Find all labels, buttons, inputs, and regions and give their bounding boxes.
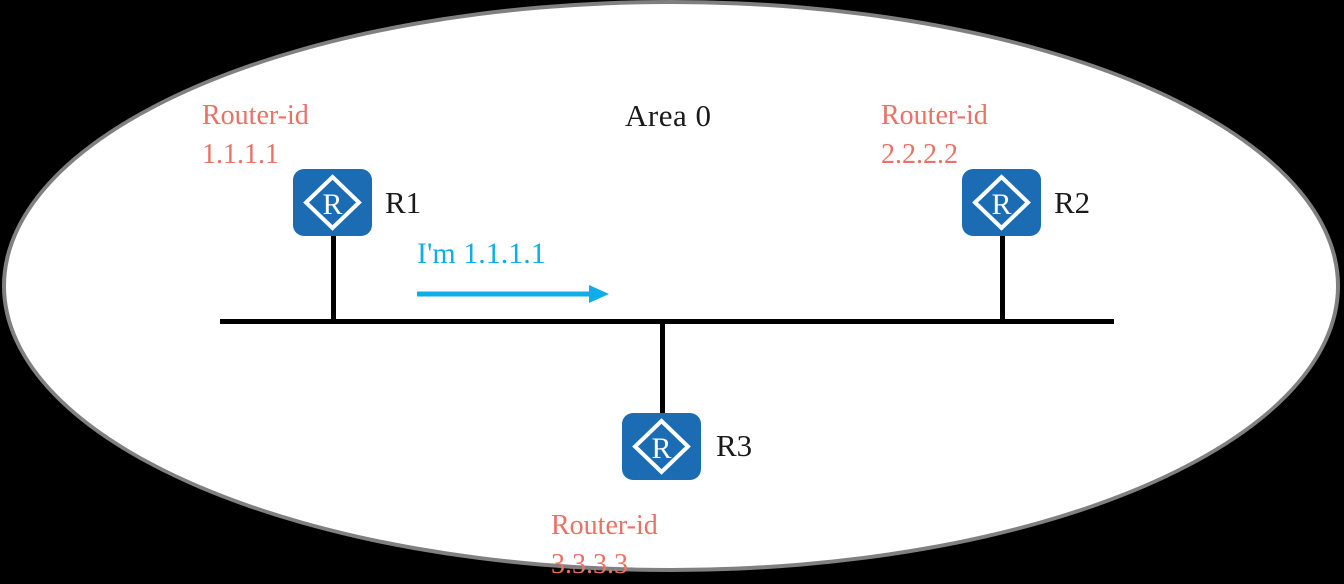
hello-annotation-text: I'm 1.1.1.1 [417,237,546,270]
router-label-r3: R3 [716,428,753,463]
router-id-caption-r1: Router-id [202,100,309,131]
area-boundary-ellipse [2,0,1340,572]
router-id-caption-r3: Router-id [551,510,658,541]
arrow-right-icon [417,280,609,308]
router-id-value-r2: 2.2.2.2 [881,138,958,170]
router-label-r1: R1 [385,185,422,220]
router-icon-r1: R [293,169,372,236]
router-icon-r3: R [622,413,701,480]
link-line-r2 [1000,235,1005,322]
router-id-annotation-r2: Router-id 2.2.2.2 [881,97,988,174]
area-label: Area 0 [625,98,712,133]
router-id-caption-r2: Router-id [881,100,988,131]
router-id-annotation-r3: Router-id 3.3.3.3 [551,507,658,584]
router-id-value-r3: 3.3.3.3 [551,548,628,580]
svg-text:R: R [991,188,1011,221]
router-id-annotation-r1: Router-id 1.1.1.1 [202,97,309,174]
svg-text:R: R [651,432,671,465]
link-line-r3 [660,321,665,414]
router-id-value-r1: 1.1.1.1 [202,138,279,170]
link-line-r1 [331,235,336,322]
router-label-r2: R2 [1054,185,1091,220]
svg-text:R: R [322,188,342,221]
ethernet-bus-line [220,319,1114,324]
router-icon-r2: R [962,169,1041,236]
